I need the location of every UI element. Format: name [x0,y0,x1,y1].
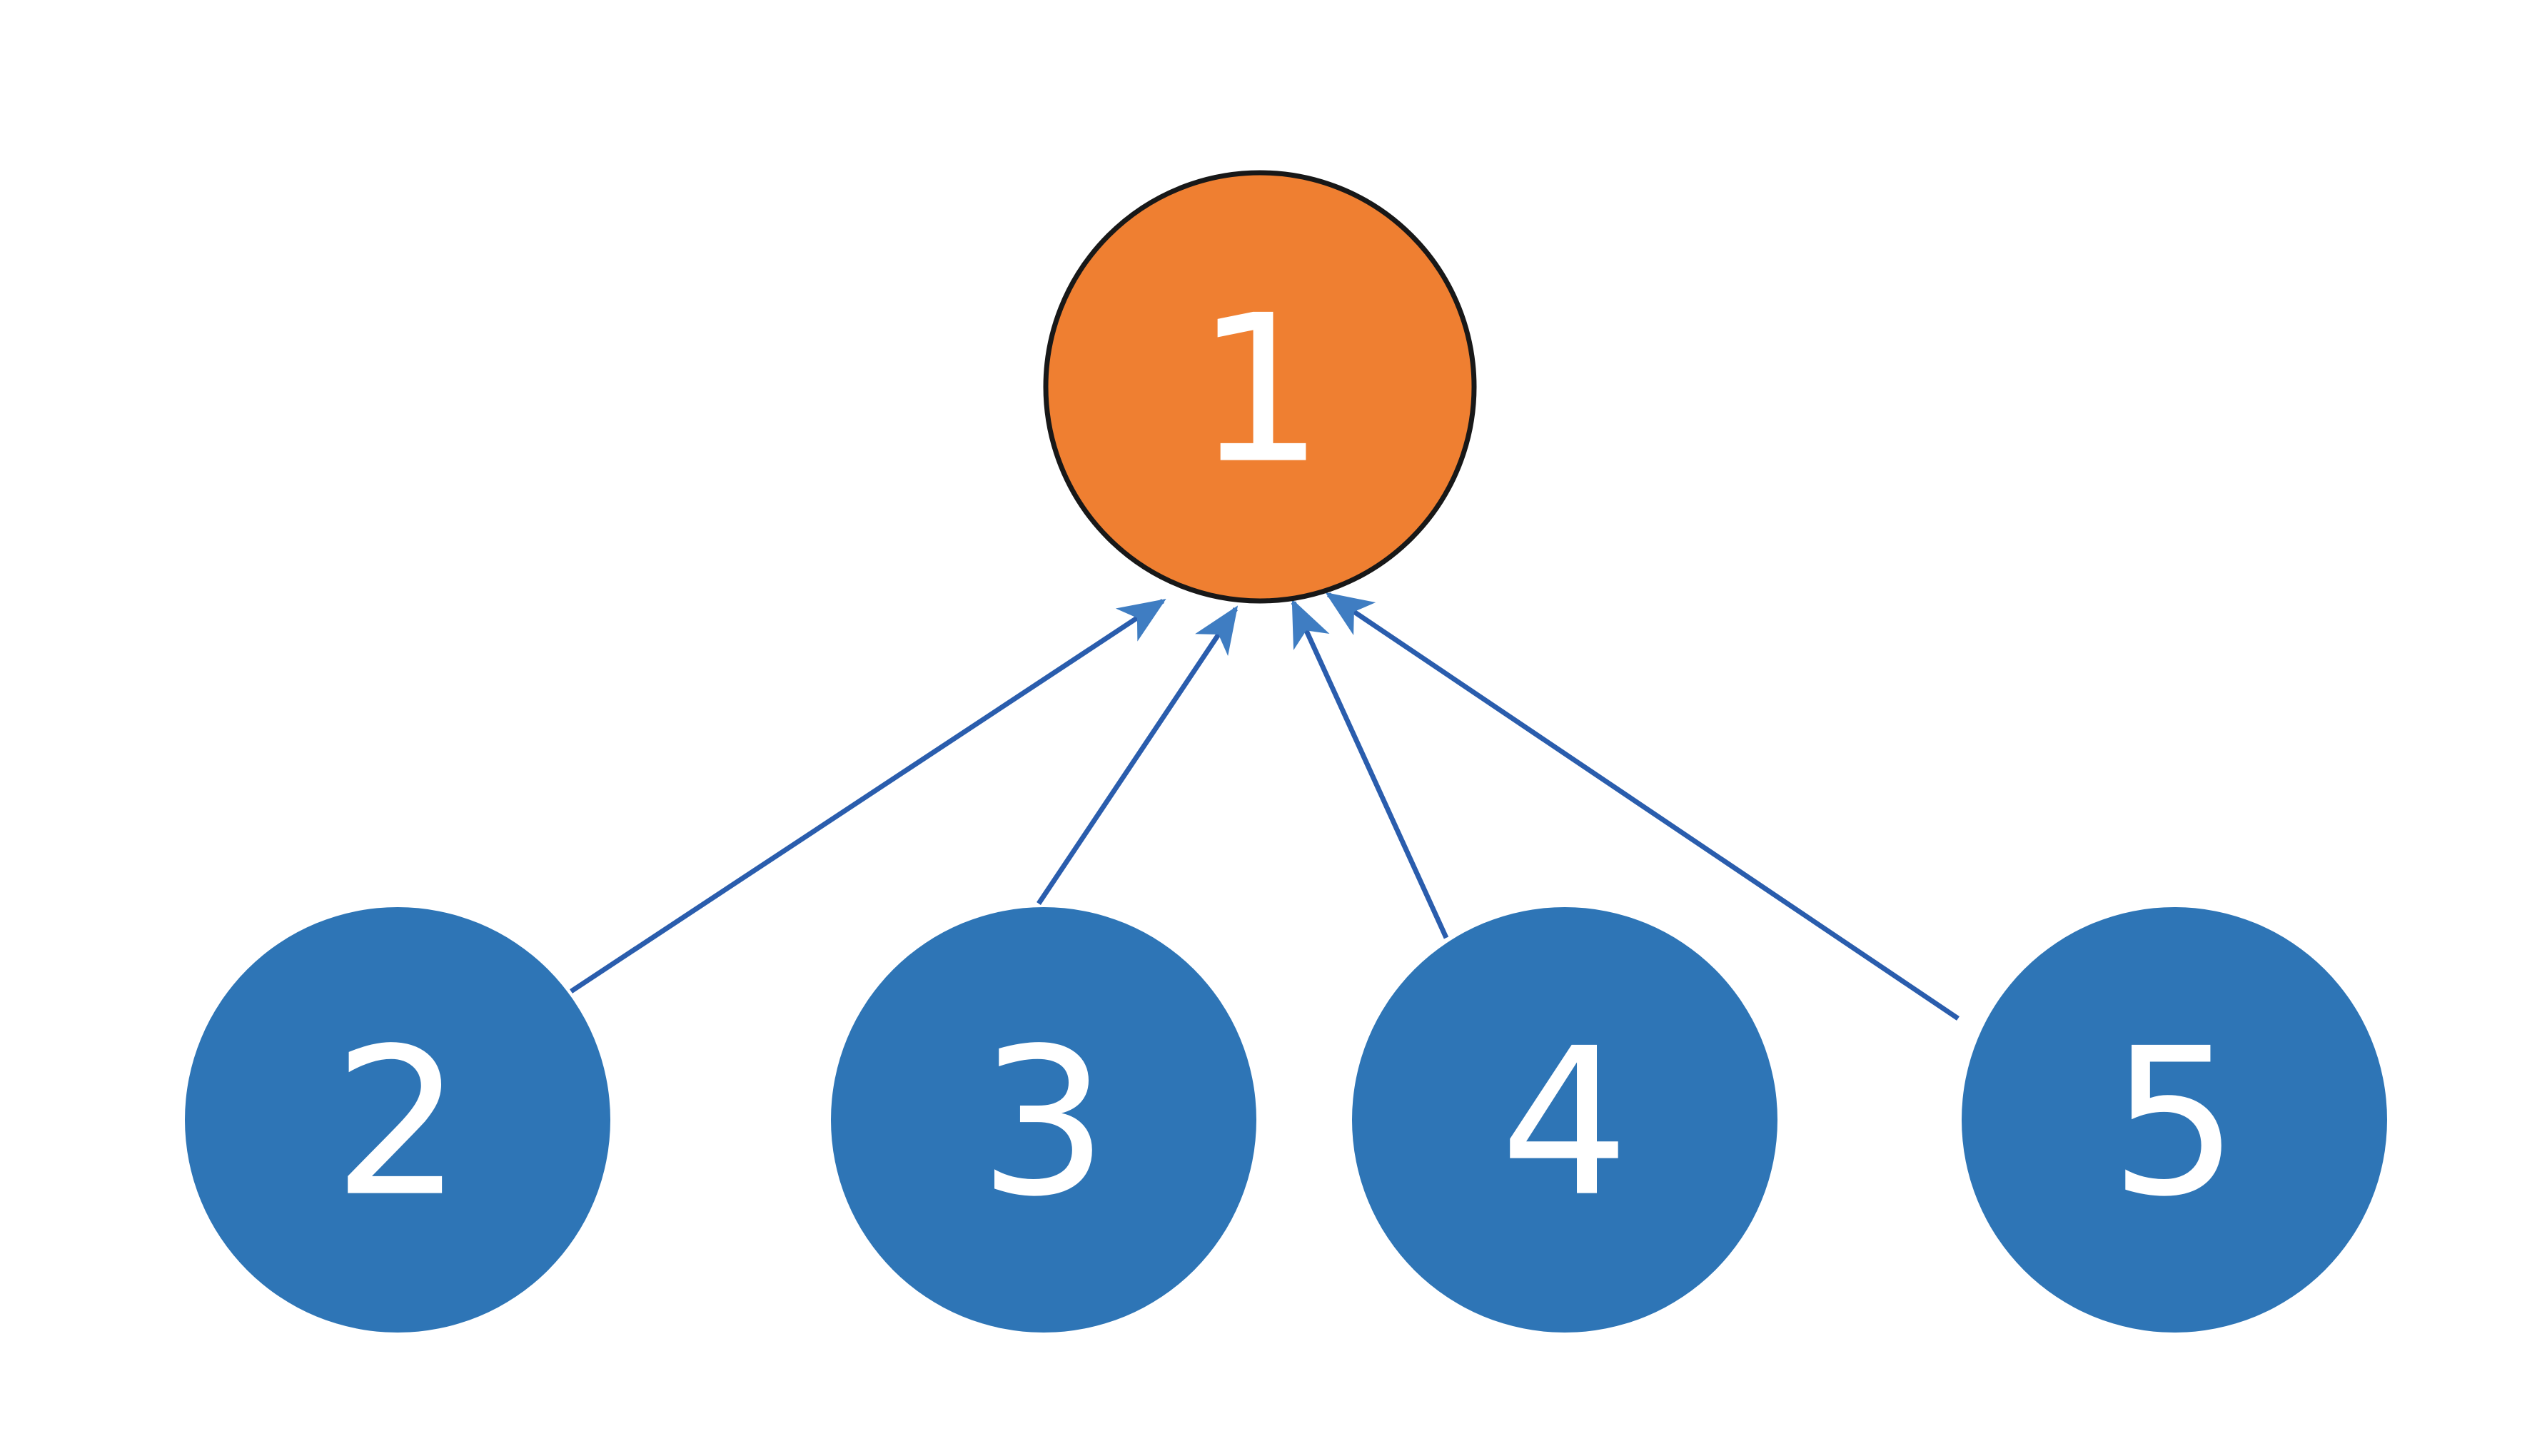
edges-layer [570,592,1960,1021]
graph-node-4: 4 [1352,907,1777,1333]
graph-node-1: 1 [1043,170,1477,604]
graph-node-3: 3 [831,907,1256,1333]
node-circle-2 [185,907,610,1333]
graph-node-2: 2 [185,907,610,1333]
node-circle-4 [1352,907,1777,1333]
edge-3-to-1 [1037,605,1239,905]
graph-node-5: 5 [1962,907,2387,1333]
edge-2-to-1 [570,598,1166,994]
node-circle-3 [831,907,1256,1333]
edge-4-to-1 [1291,598,1449,939]
node-circle-1 [1043,170,1477,604]
node-circle-5 [1962,907,2387,1333]
edge-5-to-1 [1325,592,1960,1021]
